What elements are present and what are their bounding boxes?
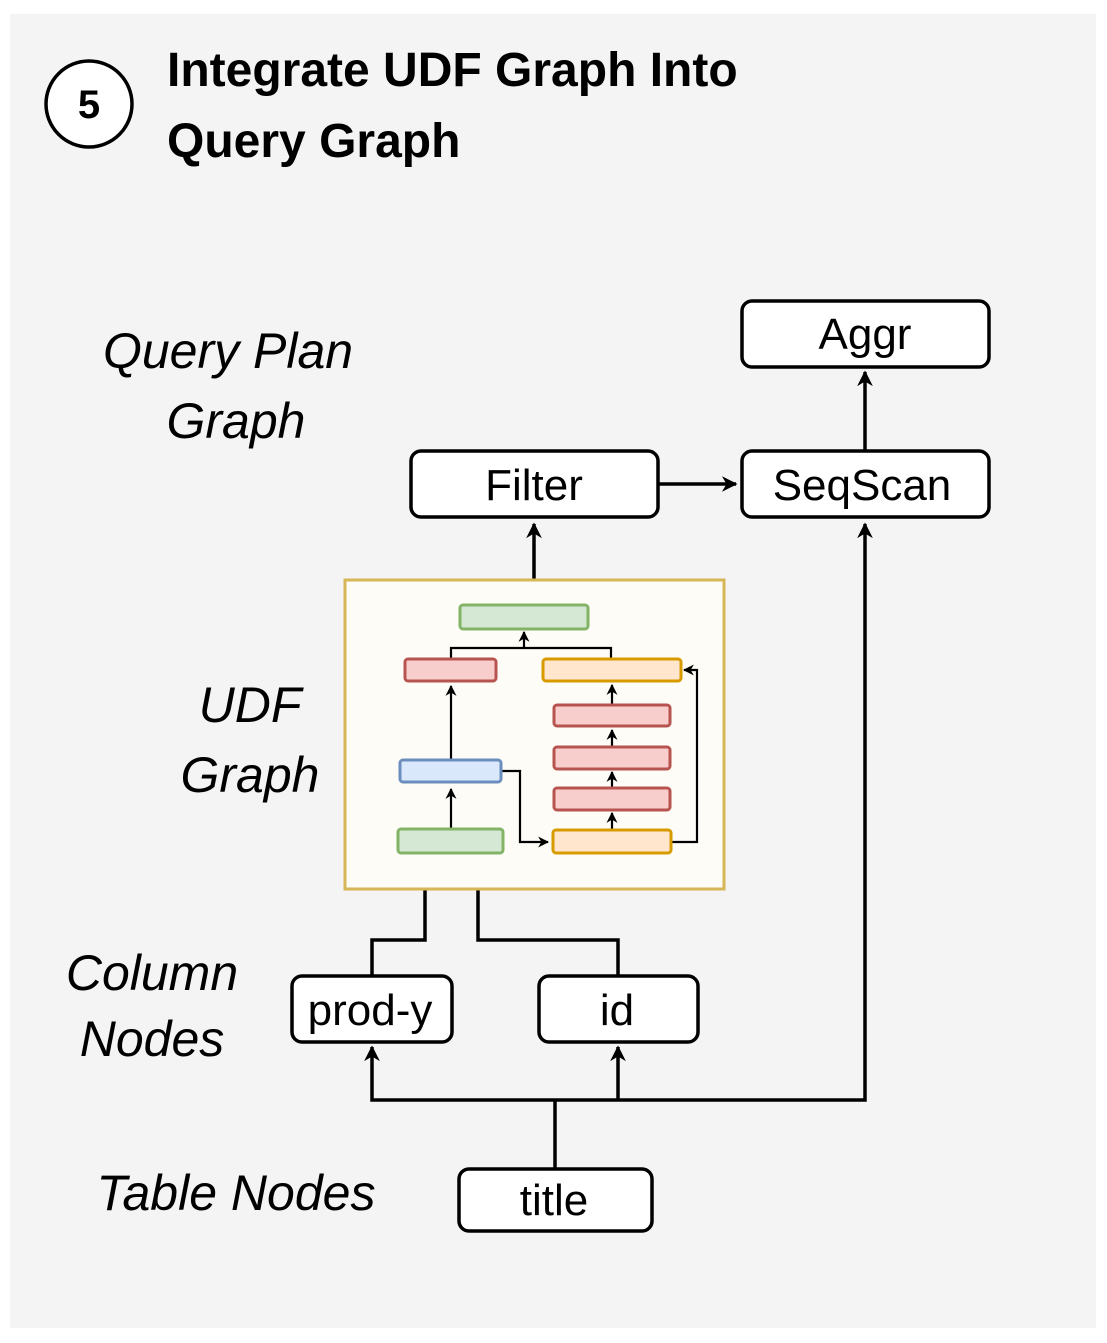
node-title[interactable]: title xyxy=(457,1167,654,1233)
edge-prody-udf xyxy=(370,858,433,975)
udf-node-yellow-bottom xyxy=(551,828,673,855)
node-aggr[interactable]: Aggr xyxy=(740,299,991,369)
edge-title-prody xyxy=(364,1045,555,1102)
node-aggr-box[interactable] xyxy=(740,299,991,369)
node-prod-y-label: prod-y xyxy=(308,986,433,1035)
query-plan-label-line2: Graph xyxy=(167,393,306,449)
udf-label-line1: UDF xyxy=(199,677,304,733)
node-title-label: title xyxy=(520,1176,588,1225)
udf-edge-yellow-loop xyxy=(671,664,699,844)
node-filter-box[interactable] xyxy=(409,449,660,519)
udf-node-red-3 xyxy=(552,786,672,812)
column-nodes-label-line2: Nodes xyxy=(80,1011,225,1067)
query-plan-label-line1: Query Plan xyxy=(103,323,353,379)
page-title-line1: Integrate UDF Graph Into xyxy=(167,44,738,97)
udf-node-red-1 xyxy=(552,703,672,728)
udf-node-blue xyxy=(398,758,503,784)
udf-node-green-top xyxy=(458,603,590,631)
step-badge xyxy=(44,59,134,149)
udf-node-red-2 xyxy=(552,745,672,771)
node-title-box[interactable] xyxy=(457,1167,654,1233)
step-number: 5 xyxy=(78,83,100,127)
udf-edge-red-left-join xyxy=(449,646,613,659)
udf-label-line2: Graph xyxy=(181,747,320,803)
column-nodes-label-line1: Column xyxy=(66,945,238,1001)
node-filter-label: Filter xyxy=(485,461,583,510)
udf-node-green-bottom xyxy=(396,827,505,855)
node-id-box[interactable] xyxy=(537,974,700,1044)
node-aggr-label: Aggr xyxy=(819,310,912,359)
node-prod-y-box[interactable] xyxy=(290,974,454,1044)
udf-edge-blue-yellow-bottom xyxy=(501,769,550,848)
udf-graph xyxy=(343,578,726,891)
node-prod-y[interactable]: prod-y xyxy=(290,974,454,1044)
edge-id-udf xyxy=(470,858,620,975)
table-nodes-label: Table Nodes xyxy=(97,1165,376,1221)
node-filter[interactable]: Filter xyxy=(409,449,660,519)
node-seqscan-label: SeqScan xyxy=(773,461,952,510)
udf-node-red-left xyxy=(403,657,498,683)
edge-title-seqscan xyxy=(555,522,873,1102)
section-labels: Query Plan Graph UDF Graph Column Nodes … xyxy=(66,323,376,1221)
node-id[interactable]: id xyxy=(537,974,700,1044)
edges xyxy=(364,370,873,1168)
node-id-label: id xyxy=(600,986,634,1035)
page-title-line2: Query Graph xyxy=(167,115,460,168)
udf-node-yellow-top xyxy=(541,657,683,683)
node-seqscan[interactable]: SeqScan xyxy=(740,449,991,519)
node-seqscan-box[interactable] xyxy=(740,449,991,519)
header: 5 Integrate UDF Graph Into Query Graph xyxy=(44,44,738,168)
